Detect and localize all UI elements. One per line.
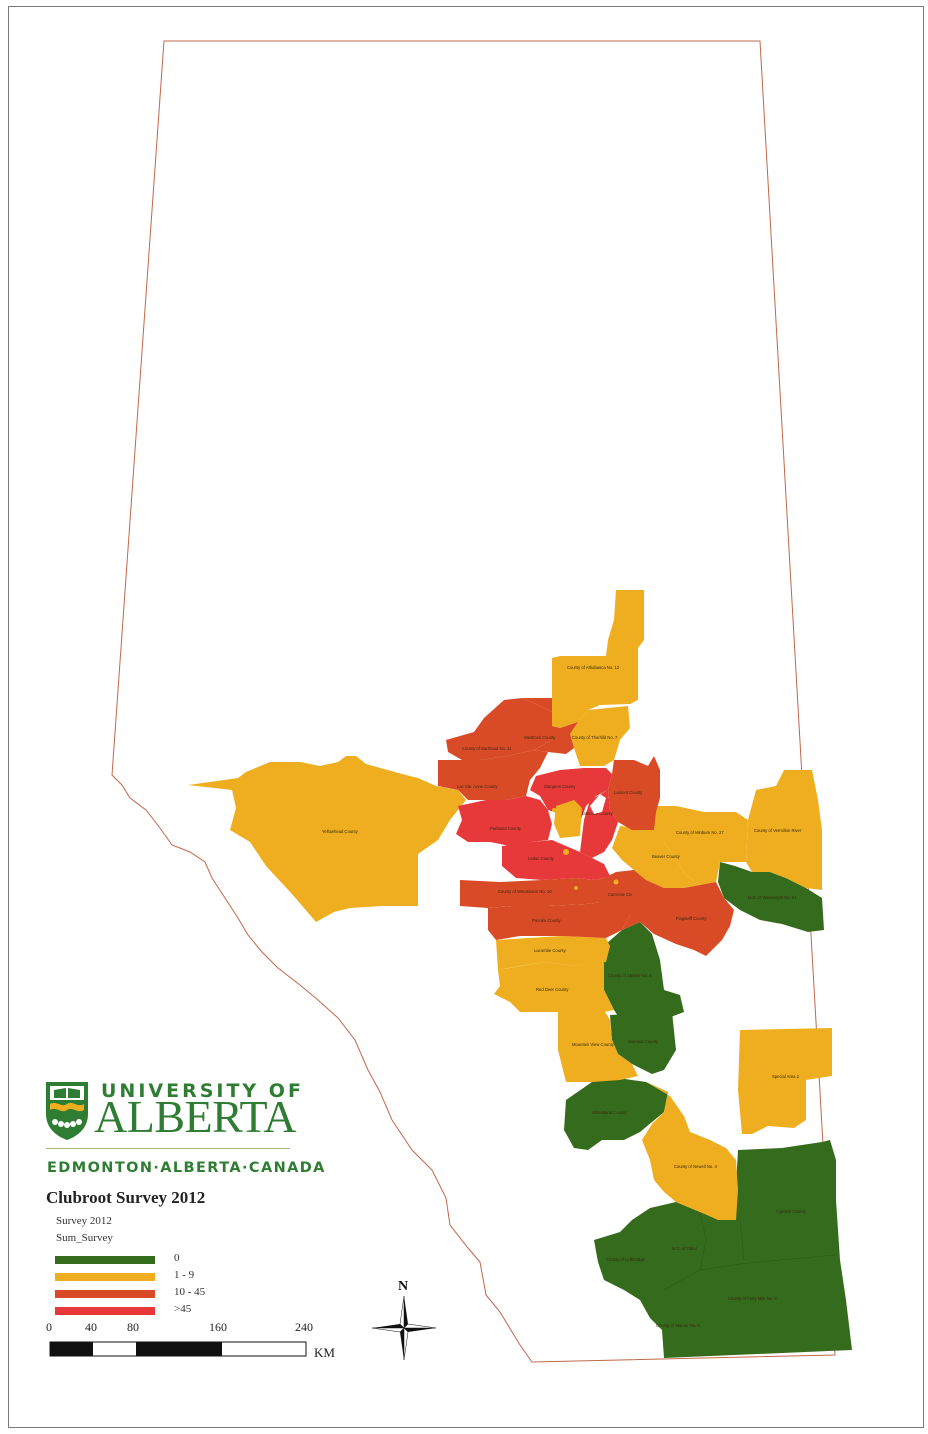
north-arrow-icon xyxy=(372,1296,436,1360)
city-marker xyxy=(563,849,569,855)
legend-label: 0 xyxy=(174,1252,180,1264)
map-title: Clubroot Survey 2012 xyxy=(46,1188,205,1208)
svg-text:M.D. of Wainwright No. 61: M.D. of Wainwright No. 61 xyxy=(748,895,797,900)
svg-text:Special Area 2: Special Area 2 xyxy=(772,1074,800,1079)
svg-text:Mountain View County: Mountain View County xyxy=(572,1042,615,1047)
legend-swatch xyxy=(55,1290,155,1298)
divider xyxy=(46,1148,290,1149)
region-yellowhead[interactable]: Yellowhead County xyxy=(188,756,466,922)
svg-text:Lamont County: Lamont County xyxy=(614,790,643,795)
north-label: N xyxy=(398,1279,408,1295)
svg-text:County of Barrhead No. 11: County of Barrhead No. 11 xyxy=(462,746,512,751)
legend-layer-name: Survey 2012 xyxy=(56,1215,112,1227)
edmonton-area xyxy=(554,800,582,838)
legend-swatch xyxy=(55,1307,155,1315)
university-name-line2: ALBERTA xyxy=(94,1094,296,1140)
legend-label: >45 xyxy=(174,1303,191,1315)
svg-text:Wheatland County: Wheatland County xyxy=(592,1110,627,1115)
scale-tick-40: 40 xyxy=(85,1320,97,1335)
legend-label: 1 - 9 xyxy=(174,1269,194,1281)
svg-text:County of Stettler No. 6: County of Stettler No. 6 xyxy=(608,973,652,978)
region-parkland[interactable]: Parkland County xyxy=(456,796,552,846)
svg-text:Starland County: Starland County xyxy=(628,1039,659,1044)
region-vermilion[interactable]: County of Vermilion River xyxy=(746,770,822,890)
svg-text:Ponoka County: Ponoka County xyxy=(532,918,562,923)
svg-text:County of Wetaskiwin No. 10: County of Wetaskiwin No. 10 xyxy=(498,889,552,894)
svg-text:M.D. of Taber: M.D. of Taber xyxy=(672,1246,698,1251)
svg-text:County of Minburn No. 27: County of Minburn No. 27 xyxy=(676,830,724,835)
svg-text:Leduc County: Leduc County xyxy=(528,856,555,861)
legend-swatch xyxy=(55,1256,155,1264)
region-athabasca[interactable]: County of Athabasca No. 12 xyxy=(552,590,644,728)
svg-text:Westlock County: Westlock County xyxy=(524,735,556,740)
svg-text:Sturgeon County: Sturgeon County xyxy=(544,784,576,789)
svg-text:Beaver County: Beaver County xyxy=(652,854,681,859)
region-reddeer[interactable]: Red Deer County xyxy=(494,962,614,1012)
svg-text:County of Warner No. 5: County of Warner No. 5 xyxy=(656,1323,701,1328)
svg-text:Red Deer County: Red Deer County xyxy=(536,987,569,992)
legend-swatch xyxy=(55,1273,155,1281)
svg-text:Yellowhead County: Yellowhead County xyxy=(322,829,359,834)
svg-text:Cypress County: Cypress County xyxy=(776,1209,807,1214)
scale-bar xyxy=(50,1342,306,1356)
svg-text:County of Lethbridge: County of Lethbridge xyxy=(606,1257,646,1262)
svg-text:County of Forty Mile No. 8: County of Forty Mile No. 8 xyxy=(728,1296,777,1301)
region-specialarea2[interactable]: Special Area 2 xyxy=(738,1028,832,1134)
svg-text:Lacombe County: Lacombe County xyxy=(534,948,567,953)
city-marker xyxy=(574,886,578,890)
svg-text:Lac Ste. Anne County: Lac Ste. Anne County xyxy=(457,784,498,789)
scale-tick-0: 0 xyxy=(46,1320,52,1335)
svg-text:County of Athabasca No. 12: County of Athabasca No. 12 xyxy=(567,665,620,670)
scale-tick-160: 160 xyxy=(209,1320,227,1335)
svg-text:County of Vermilion River: County of Vermilion River xyxy=(754,828,802,833)
svg-text:Flagstaff County: Flagstaff County xyxy=(676,916,707,921)
city-marker xyxy=(614,880,619,885)
scale-tick-80: 80 xyxy=(127,1320,139,1335)
svg-text:County of Thorhild No. 7: County of Thorhild No. 7 xyxy=(572,735,618,740)
svg-text:Parkland County: Parkland County xyxy=(490,826,522,831)
university-location: EDMONTON·ALBERTA·CANADA xyxy=(47,1160,326,1176)
scale-unit: KM xyxy=(314,1345,335,1361)
legend-label: 10 - 45 xyxy=(174,1286,205,1298)
legend-field-name: Sum_Survey xyxy=(56,1232,113,1244)
svg-text:County of Newell No. 4: County of Newell No. 4 xyxy=(674,1164,717,1169)
city-marker xyxy=(552,808,556,812)
scale-tick-240: 240 xyxy=(295,1320,313,1335)
